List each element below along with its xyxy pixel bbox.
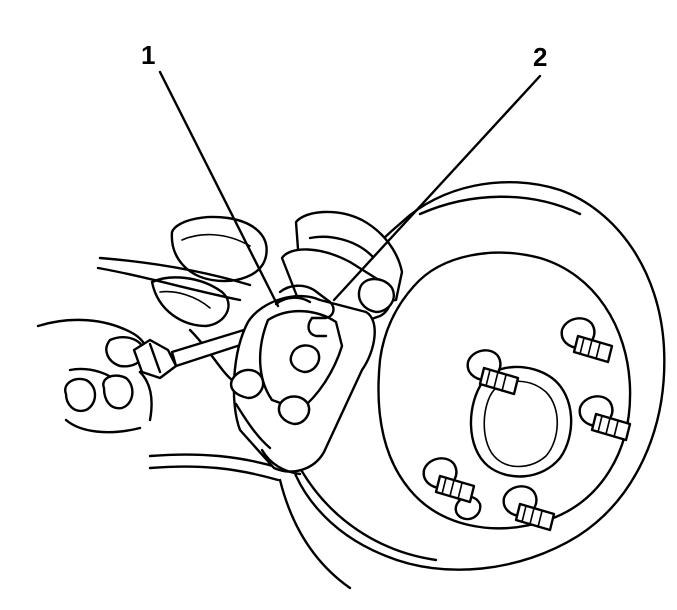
wheel-stud [560, 317, 614, 364]
wheel-stud [466, 349, 520, 396]
wheel-studs [422, 317, 632, 532]
leader-line-2 [332, 74, 542, 302]
callout-label-1: 1 [141, 40, 156, 70]
anti-rattle-clip [274, 284, 335, 338]
hand [36, 318, 153, 434]
wheel-stud [578, 395, 632, 442]
suspension-knuckle [96, 215, 352, 590]
leader-line-1 [158, 70, 280, 308]
callout-leaders [158, 70, 542, 308]
callout-label-2: 2 [533, 42, 548, 72]
wheel-stud [422, 457, 476, 504]
wheel-stud [502, 485, 556, 532]
brake-caliper [229, 210, 404, 476]
